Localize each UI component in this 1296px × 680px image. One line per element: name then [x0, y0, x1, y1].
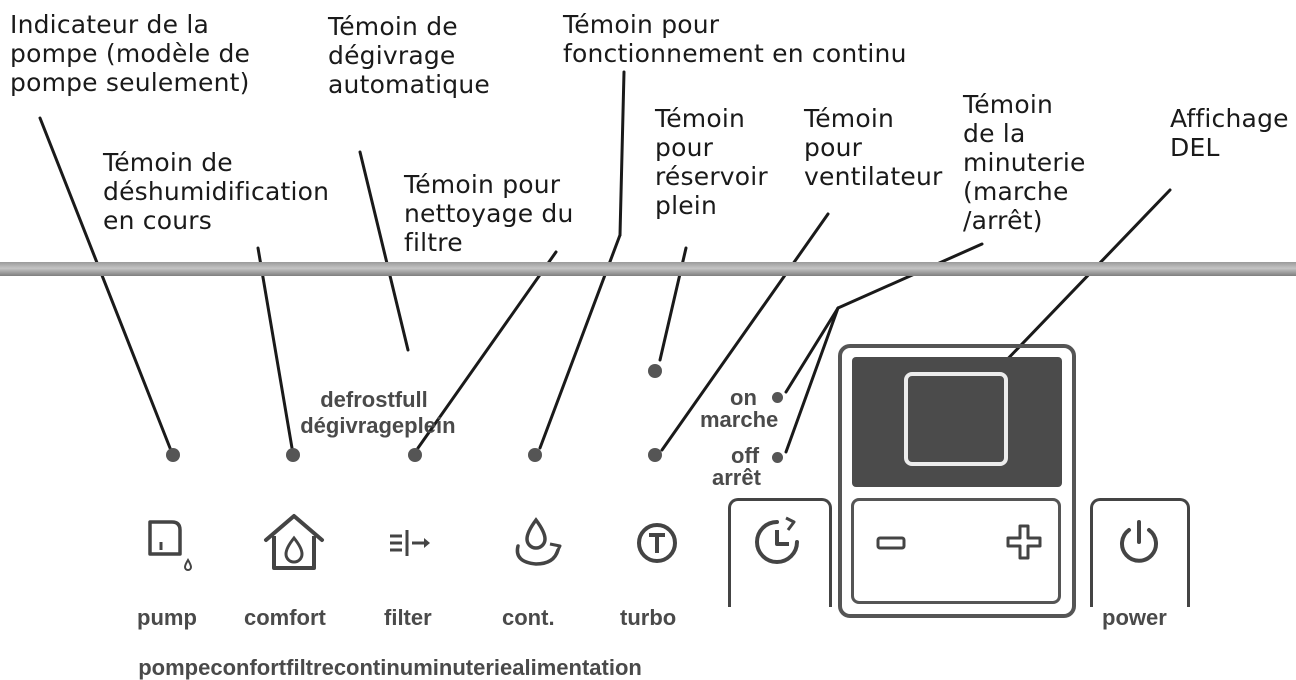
filter-button[interactable] — [380, 516, 444, 572]
filter-icon — [390, 530, 430, 556]
leader-timer-a — [836, 242, 984, 310]
cont-indicator-dot — [528, 448, 542, 462]
house-drop-icon — [264, 514, 324, 570]
pump-icon — [148, 520, 193, 571]
label-defrost-en: defrost — [320, 387, 395, 412]
leader-fan — [660, 212, 830, 452]
label-defrost-fr-text: dégivrage — [300, 413, 405, 438]
minus-button[interactable] — [866, 514, 926, 574]
leader-defrost — [358, 150, 410, 352]
full-indicator-dot — [648, 364, 662, 378]
drop-circular-icon — [515, 517, 562, 566]
power-button[interactable] — [1104, 508, 1174, 578]
panel-edge-strip — [0, 262, 1296, 276]
timer-button-frame — [728, 498, 832, 607]
timer-label-fr: minuterie — [413, 655, 513, 680]
label-off-fr: arrêt — [712, 465, 761, 490]
annotation-filter: Témoin pour nettoyage du filtre — [404, 170, 574, 257]
turbo-t-icon — [637, 523, 677, 563]
pump-button[interactable] — [136, 510, 206, 580]
filter-indicator-dot — [408, 448, 422, 462]
power-button-frame — [1090, 498, 1190, 607]
pump-indicator-dot — [166, 448, 180, 462]
label-defrost-fr: dégivrageplein — [288, 390, 456, 438]
power-label: power — [1102, 605, 1167, 630]
filter-label-fr: filtre — [286, 655, 334, 680]
annotation-timer: Témoin de la minuterie (marche /arrêt) — [963, 90, 1086, 235]
leader-dehumidify — [256, 246, 294, 450]
french-button-labels: pompeconfortfiltrecontinuminuteriealimen… — [126, 632, 642, 680]
timer-icon — [755, 516, 799, 564]
cont-button[interactable] — [500, 508, 574, 578]
label-full-fr-text: plein — [404, 413, 456, 438]
turbo-indicator-dot — [648, 448, 662, 462]
comfort-label-fr: confort — [210, 655, 287, 680]
label-off: off — [731, 443, 760, 468]
leader-pump — [38, 116, 172, 450]
annotation-led-display: Affichage DEL — [1170, 104, 1289, 162]
annotation-dehumidify: Témoin de déshumidification en cours — [103, 148, 330, 235]
plus-icon — [1006, 524, 1042, 560]
led-display-housing — [838, 344, 1076, 618]
leader-timer-c — [784, 306, 840, 454]
power-icon — [1120, 520, 1158, 563]
filter-label: filter — [384, 605, 432, 630]
label-defrost: defrostfull — [308, 364, 428, 412]
turbo-label: turbo — [620, 605, 677, 630]
minus-plus-frame — [851, 498, 1061, 604]
cont-label: cont. — [502, 605, 555, 630]
pump-label: pump — [137, 605, 197, 630]
minus-icon — [876, 536, 906, 550]
comfort-label: comfort — [244, 605, 326, 630]
power-label-fr: alimentation — [512, 655, 642, 680]
plus-button[interactable] — [994, 514, 1054, 574]
turbo-button[interactable] — [624, 510, 690, 576]
annotation-defrost: Témoin de dégivrage automatique — [328, 12, 490, 99]
pump-label-fr: pompe — [138, 655, 211, 680]
annotation-continuous: Témoin pour fonctionnement en continu — [563, 10, 907, 68]
timer-button[interactable] — [742, 508, 812, 578]
annotation-tank-full: Témoin pour réservoir plein — [655, 104, 768, 220]
label-on: on — [730, 385, 757, 410]
led-display-window — [904, 372, 1008, 466]
annotation-fan: Témoin pour ventilateur — [804, 104, 943, 191]
annotation-pump: Indicateur de la pompe (modèle de pompe … — [10, 10, 251, 97]
label-on-fr: marche — [700, 407, 779, 432]
cont-label-fr: continu — [333, 655, 414, 680]
timer-on-dot — [772, 392, 783, 403]
comfort-button[interactable] — [256, 508, 332, 580]
timer-off-dot — [772, 452, 783, 463]
label-full-en: full — [394, 387, 428, 412]
leader-timer-b — [784, 306, 840, 394]
leader-filter — [416, 250, 558, 450]
comfort-indicator-dot — [286, 448, 300, 462]
leader-continuous — [618, 70, 626, 237]
